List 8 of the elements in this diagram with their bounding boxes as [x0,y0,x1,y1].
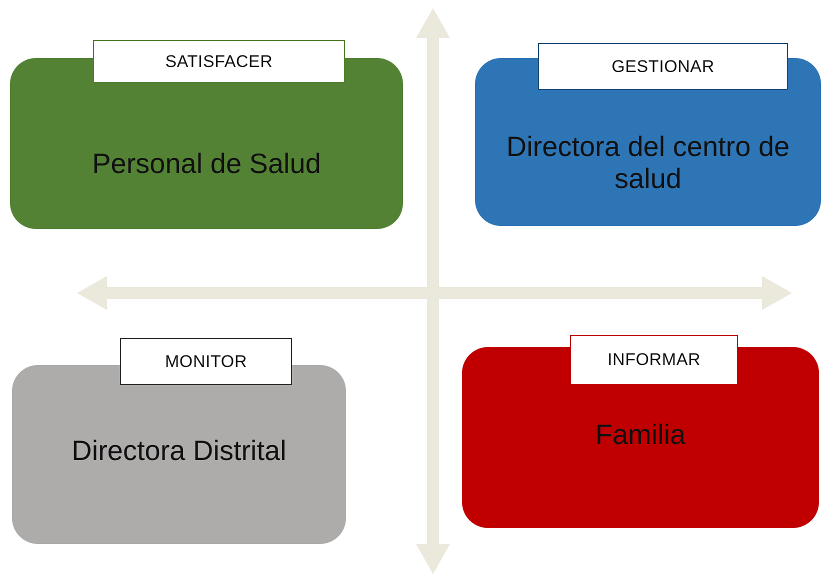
tag-label: SATISFACER [93,40,345,83]
tag-label: INFORMAR [570,335,738,385]
quadrant-title: Familia [594,419,687,451]
tag-label: MONITOR [120,338,292,385]
quadrant-title: Personal de Salud [91,148,322,180]
quadrant-title: Directora del centro de salud [505,131,791,195]
tag-label: GESTIONAR [538,43,788,90]
quadrant-title: Directora Distrital [70,435,288,467]
